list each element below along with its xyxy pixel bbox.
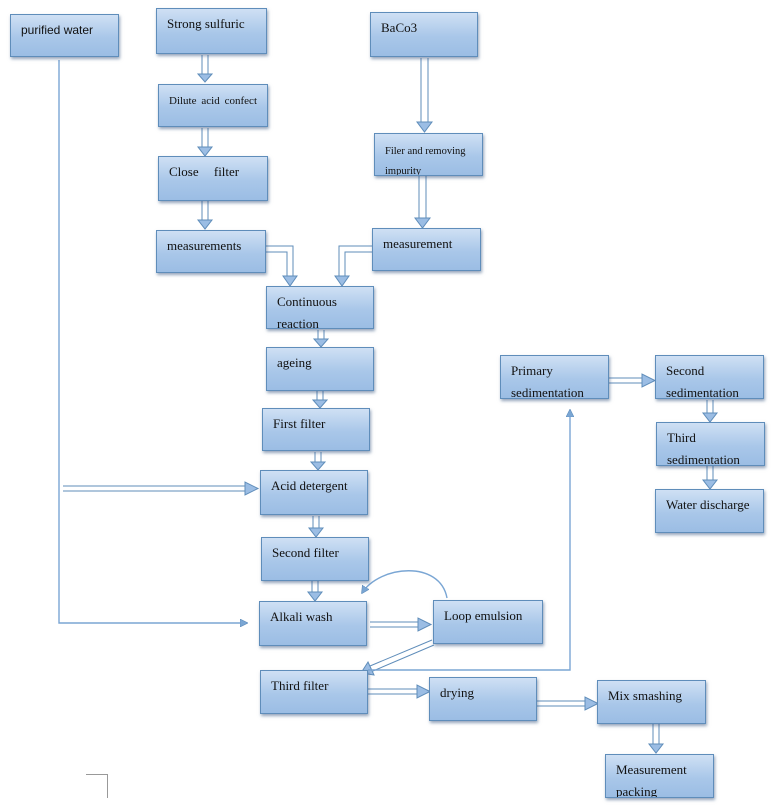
arrow-measurement-to-continuous bbox=[334, 245, 372, 287]
label-measurement-packing: Measurement packing bbox=[616, 762, 687, 798]
arrow-secondsed-to-thirdsed bbox=[701, 400, 719, 423]
node-baco3: BaCo3 bbox=[370, 12, 478, 57]
node-filer-removing-impurity: Filer and removing impurity bbox=[374, 133, 483, 176]
node-first-filter: First filter bbox=[262, 408, 370, 451]
arrow-closefilter-to-measurements bbox=[196, 201, 214, 230]
label-close-filter: Close filter bbox=[169, 164, 240, 179]
node-alkali-wash: Alkali wash bbox=[259, 601, 367, 646]
label-second-filter: Second filter bbox=[272, 545, 339, 560]
label-alkali-wash: Alkali wash bbox=[270, 609, 333, 624]
label-second-sedimentation: Second sedimentation bbox=[666, 363, 739, 399]
arrow-alkali-to-loop bbox=[370, 617, 433, 632]
label-mix-smashing: Mix smashing bbox=[608, 688, 683, 703]
label-ageing: ageing bbox=[277, 355, 312, 370]
node-dilute-acid-confect: Dilute acid confect bbox=[158, 84, 268, 127]
label-purified-water: purified water bbox=[21, 23, 94, 37]
node-continuous-reaction: Continuous reaction bbox=[266, 286, 374, 329]
node-third-filter: Third filter bbox=[260, 670, 368, 714]
node-strong-sulfuric: Strong sulfuric bbox=[156, 8, 267, 54]
line-loop-back-to-alkali bbox=[362, 570, 448, 599]
node-second-filter: Second filter bbox=[261, 537, 369, 581]
label-third-filter: Third filter bbox=[271, 678, 329, 693]
arrow-dilute-to-closefilter bbox=[196, 128, 214, 157]
arrow-baco3-to-filer bbox=[416, 58, 433, 133]
label-measurement: measurement bbox=[383, 236, 453, 251]
node-measurement: measurement bbox=[372, 228, 481, 271]
arrow-secondfilter-to-alkali bbox=[306, 581, 324, 602]
arrow-filer-to-measurement bbox=[414, 176, 431, 229]
arrow-ageing-to-firstfilter bbox=[311, 391, 329, 409]
line-purified-water-trunk bbox=[58, 60, 247, 623]
label-baco3: BaCo3 bbox=[381, 20, 418, 35]
arrow-thirdfilter-to-drying bbox=[368, 684, 432, 699]
line-thirdfilter-to-primary bbox=[368, 410, 570, 671]
node-acid-detergent: Acid detergent bbox=[260, 470, 368, 515]
label-third-sedimentation: Third sedimentation bbox=[667, 430, 740, 466]
page-corner-mark bbox=[86, 774, 108, 798]
label-drying: drying bbox=[440, 685, 474, 700]
label-loop-emulsion: Loop emulsion bbox=[444, 608, 523, 623]
node-purified-water: purified water bbox=[10, 14, 119, 57]
label-first-filter: First filter bbox=[273, 416, 326, 431]
node-water-discharge: Water discharge bbox=[655, 489, 764, 533]
arrow-water-to-acid bbox=[63, 481, 260, 496]
label-continuous-reaction: Continuous reaction bbox=[277, 294, 337, 329]
label-primary-sedimentation: Primary sedimentation bbox=[511, 363, 584, 399]
arrow-acid-to-secondfilter bbox=[307, 516, 325, 538]
node-measurement-packing: Measurement packing bbox=[605, 754, 714, 798]
label-acid-detergent: Acid detergent bbox=[271, 478, 348, 493]
arrow-sulfuric-to-dilute bbox=[196, 55, 214, 83]
node-measurements: measurements bbox=[156, 230, 266, 273]
arrow-mix-to-packing bbox=[647, 724, 665, 754]
node-third-sedimentation: Third sedimentation bbox=[656, 422, 765, 466]
label-dilute-acid-confect: Dilute acid confect bbox=[169, 95, 257, 107]
node-loop-emulsion: Loop emulsion bbox=[433, 600, 543, 644]
node-drying: drying bbox=[429, 677, 537, 721]
node-close-filter: Close filter bbox=[158, 156, 268, 201]
arrow-measurements-to-continuous bbox=[266, 245, 298, 287]
label-filer-removing-impurity: Filer and removing impurity bbox=[385, 146, 466, 176]
arrow-thirdsed-to-water bbox=[701, 466, 719, 490]
arrow-primary-to-secondsed bbox=[609, 373, 657, 388]
arrow-firstfilter-to-acid bbox=[309, 452, 327, 471]
node-ageing: ageing bbox=[266, 347, 374, 391]
node-primary-sedimentation: Primary sedimentation bbox=[500, 355, 609, 399]
node-second-sedimentation: Second sedimentation bbox=[655, 355, 764, 399]
node-mix-smashing: Mix smashing bbox=[597, 680, 706, 724]
label-measurements: measurements bbox=[167, 238, 242, 253]
arrow-continuous-to-ageing bbox=[312, 330, 330, 348]
label-water-discharge: Water discharge bbox=[666, 497, 750, 512]
arrow-drying-to-mix bbox=[537, 696, 600, 711]
label-strong-sulfuric: Strong sulfuric bbox=[167, 16, 245, 31]
